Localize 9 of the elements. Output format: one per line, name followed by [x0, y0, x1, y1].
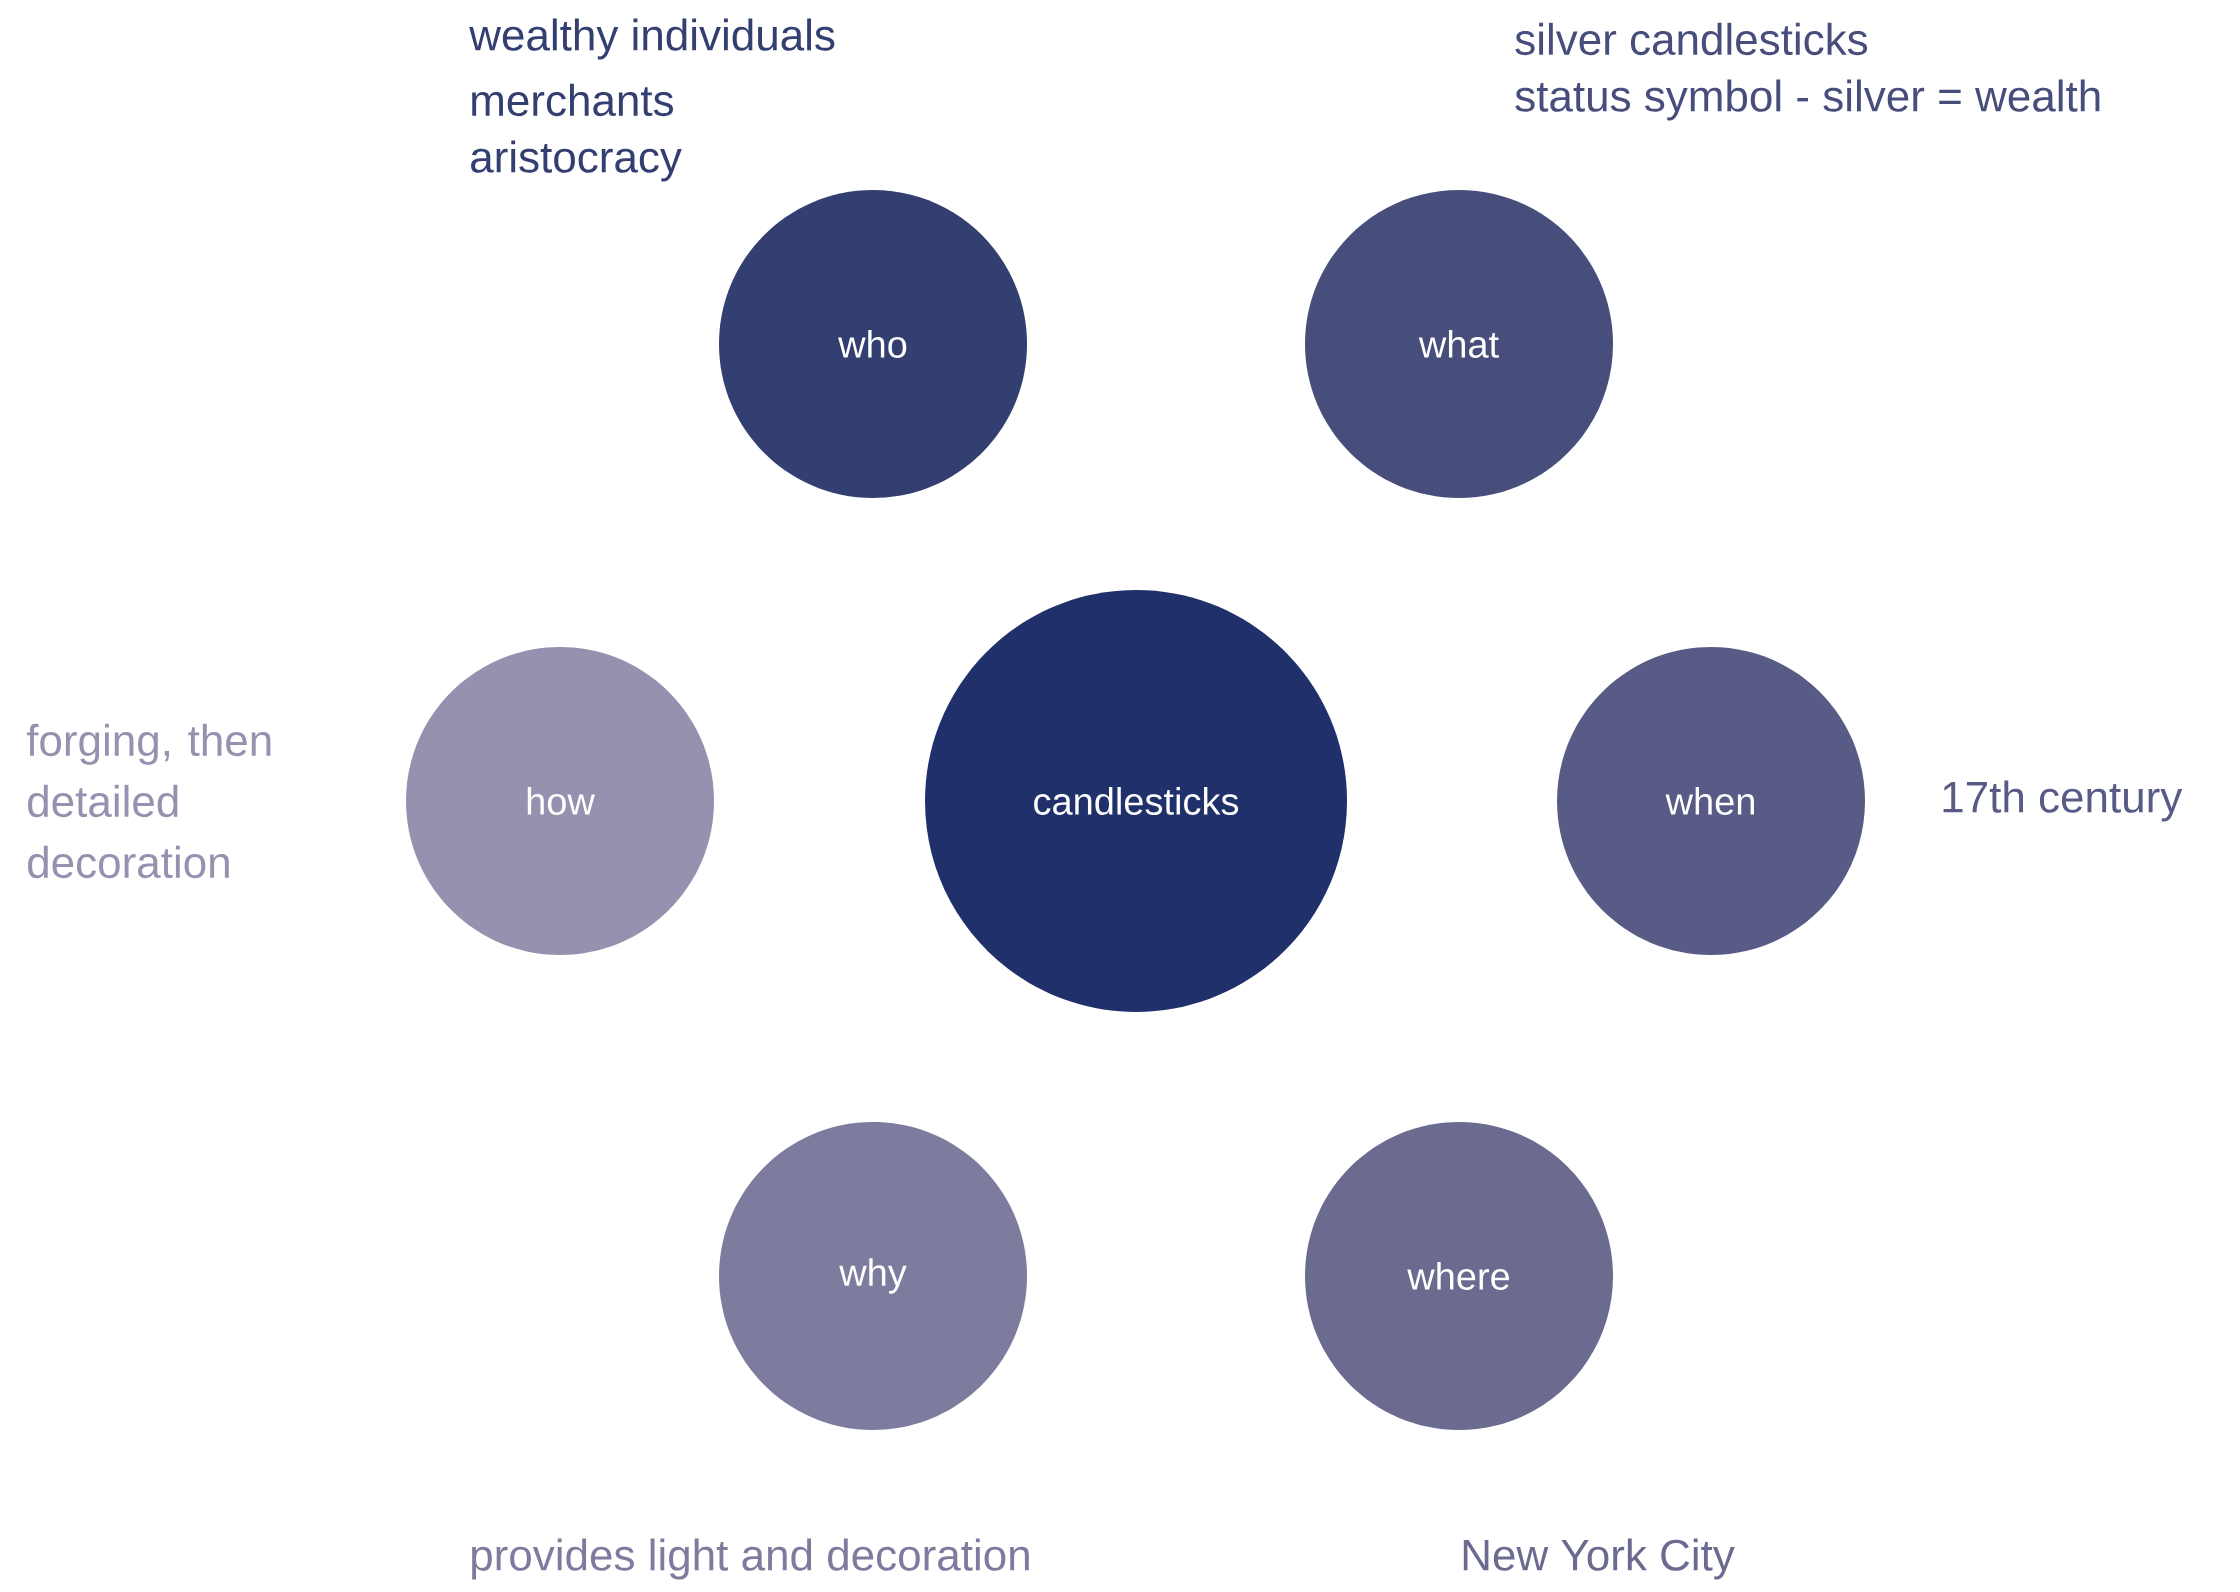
annotation-text: silver candlesticks — [1515, 22, 1868, 56]
annotation-text: New York City — [1463, 1538, 1735, 1580]
annotation-text: wealthy individuals — [469, 18, 835, 60]
annotation-text: forging, then detailed decoration — [26, 723, 271, 879]
annotation-text: provides light and decoration — [472, 1538, 1029, 1580]
annotation-text: 17th century — [1943, 780, 2183, 822]
annotation-text: merchants — [472, 83, 673, 117]
annotation-text: aristocracy — [471, 140, 682, 182]
annotation-text: status symbol - silver = wealth — [1515, 79, 2100, 121]
